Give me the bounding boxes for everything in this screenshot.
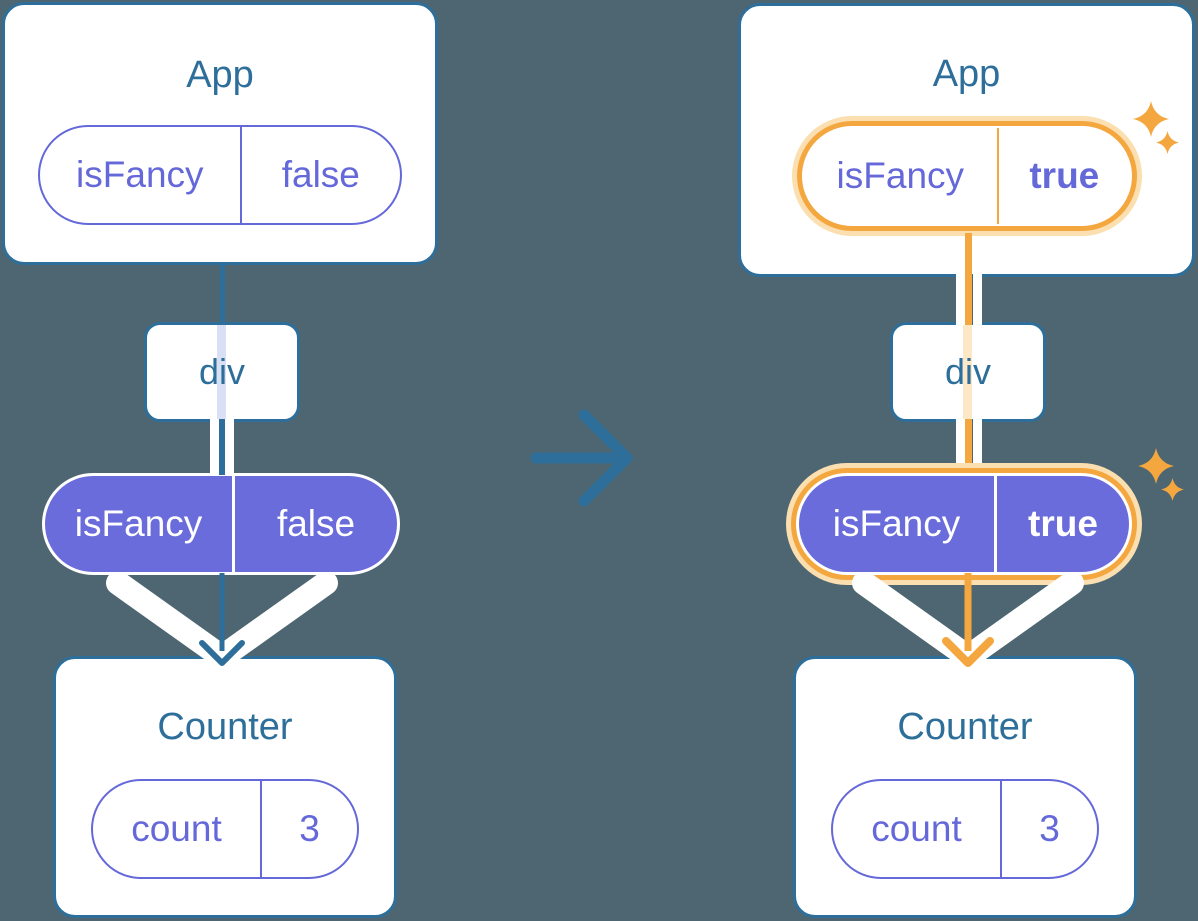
app-title: App	[186, 54, 254, 96]
counter-card-right: Counter count 3	[793, 656, 1137, 918]
pipe-edge	[956, 267, 965, 325]
context-pill: isFancy false	[42, 473, 400, 575]
arrow-head-icon	[942, 637, 994, 667]
state-value: 3	[299, 808, 320, 849]
app-card-right: App isFancy true	[738, 3, 1195, 277]
prop-name: isFancy	[40, 127, 242, 223]
connector-div-to-context	[210, 419, 234, 475]
transition-arrow-icon	[530, 409, 633, 507]
arrow-head-icon	[199, 640, 245, 666]
context-value: false	[276, 503, 356, 544]
state-value: 3	[1039, 808, 1060, 849]
highlight-ring: isFancy true	[786, 463, 1142, 585]
context-name: isFancy	[799, 476, 997, 572]
counter-title: Counter	[157, 706, 293, 748]
div-node-right: div	[890, 322, 1046, 422]
sparkle-icon	[1133, 101, 1169, 137]
context-value: true	[1028, 503, 1098, 544]
state-name: count	[93, 781, 262, 877]
prop-pill: isFancy true	[804, 128, 1130, 224]
app-title: App	[932, 53, 1001, 95]
counter-card-left: Counter count 3	[53, 656, 397, 918]
prop-value: true	[1029, 155, 1100, 196]
white-chevron-icon	[852, 573, 1084, 669]
pipe-edge	[210, 419, 219, 475]
highlight-ring-inner: isFancy true	[796, 121, 1137, 231]
context-name: isFancy	[45, 476, 236, 572]
state-pill: count 3	[91, 779, 359, 879]
down-arrow-icon	[852, 573, 1084, 669]
pipe-edge	[225, 419, 234, 475]
pipe-edge	[973, 419, 982, 468]
white-chevron-icon	[106, 573, 338, 669]
div-label: div	[944, 351, 992, 392]
prop-name: isFancy	[804, 128, 1000, 224]
down-arrow-icon	[106, 573, 338, 669]
connector-app-to-div	[220, 263, 225, 324]
context-stripe	[217, 325, 226, 419]
sparkle-icon	[1156, 131, 1179, 154]
app-card-left: App isFancy false	[2, 2, 438, 265]
context-stripe	[963, 325, 972, 419]
pipe-core	[219, 419, 225, 475]
state-pill: count 3	[831, 779, 1099, 879]
state-name: count	[833, 781, 1002, 877]
connector-app-to-div	[965, 233, 972, 325]
sparkle-icon	[1138, 448, 1174, 484]
counter-title: Counter	[897, 706, 1033, 748]
context-pill: isFancy true	[799, 476, 1129, 572]
sparkle-icon	[1161, 478, 1184, 501]
prop-pill: isFancy false	[38, 125, 402, 225]
highlight-ring: isFancy true	[791, 116, 1142, 236]
pipe-edge	[956, 419, 965, 468]
div-label: div	[198, 351, 246, 392]
pipe-edge	[973, 267, 982, 325]
prop-value: false	[281, 154, 360, 195]
div-node-left: div	[144, 322, 300, 422]
connector-div-to-context	[965, 419, 972, 468]
highlight-ring-inner: isFancy true	[791, 468, 1137, 580]
